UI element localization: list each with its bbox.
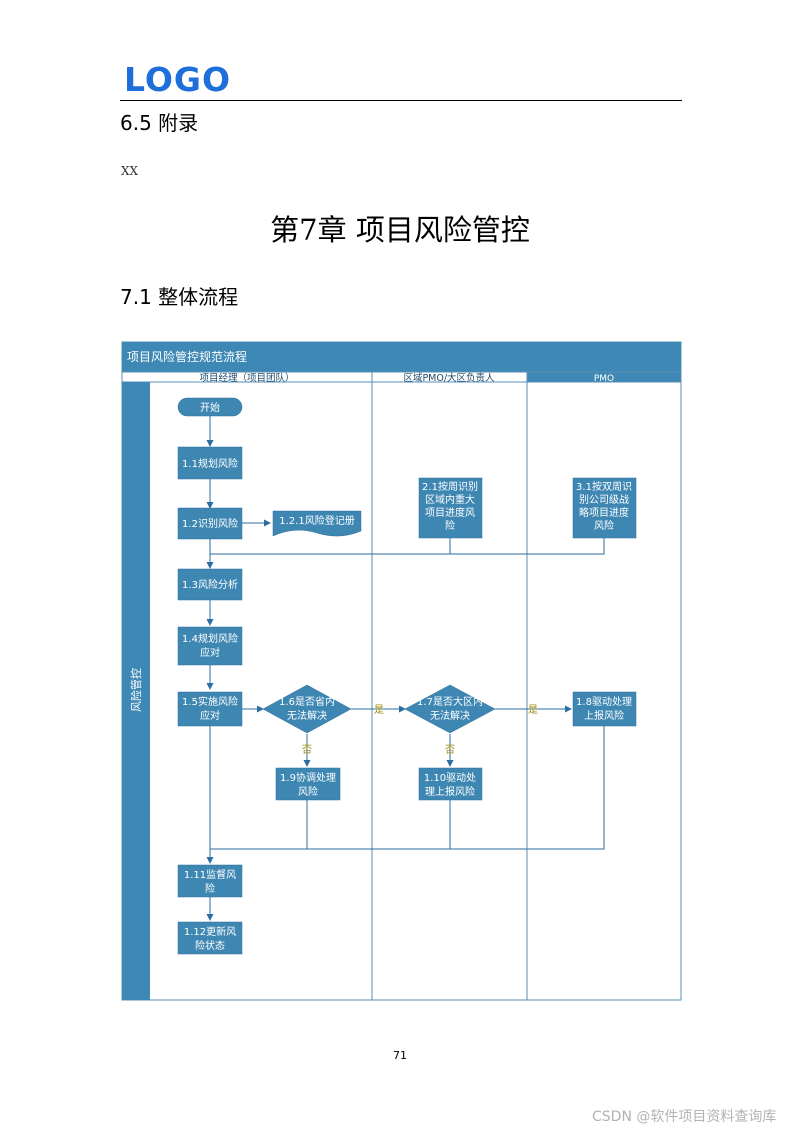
node-2-1-line4: 险 — [445, 519, 455, 532]
decision-1-6 — [262, 684, 352, 734]
start-terminator — [177, 397, 243, 417]
node-1-9-line1: 1.9协调处理 — [280, 771, 336, 784]
node-1-9-line2: 风险 — [298, 785, 318, 798]
node-1-2-label: 1.2识别风险 — [182, 517, 238, 530]
edge-yes-2: 是 — [528, 704, 538, 716]
node-1-12-line1: 1.12更新风 — [184, 925, 236, 938]
node-1-11-line2: 险 — [205, 882, 215, 895]
decision-1-7 — [404, 684, 496, 734]
node-2-1-line3: 项目进度风 — [425, 506, 475, 519]
node-1-3 — [177, 568, 243, 601]
node-1-5-line2: 应对 — [200, 709, 220, 722]
diagram-title: 项目风险管控规范流程 — [127, 349, 247, 364]
watermark: CSDN @软件项目资料查询库 — [592, 1109, 777, 1125]
node-1-4-line2: 应对 — [200, 646, 220, 659]
node-1-11-line1: 1.11监督风 — [184, 868, 236, 881]
lane-header-regional: 区域PMO/大区负责人 — [403, 372, 495, 384]
node-1-4-line1: 1.4规划风险 — [182, 632, 238, 645]
node-1-10-line2: 理上报风险 — [425, 785, 475, 798]
node-1-5 — [177, 691, 243, 727]
edge-no-2: 否 — [445, 744, 455, 756]
chapter-title: 第7章 项目风险管控 — [270, 213, 530, 247]
decision-1-7-line2: 无法解决 — [430, 709, 470, 722]
node-1-11 — [177, 864, 243, 898]
start-label: 开始 — [200, 401, 220, 414]
node-2-1-line1: 2.1按周识别 — [422, 480, 478, 493]
node-1-10-line1: 1.10驱动处 — [424, 772, 476, 784]
node-2-1 — [418, 477, 483, 539]
node-1-3-label: 1.3风险分析 — [182, 578, 238, 591]
diagram-frame — [121, 341, 682, 1001]
node-1-8-line2: 上报风险 — [584, 709, 624, 722]
section-heading-6-5: 6.5 附录 — [120, 111, 199, 135]
node-2-1-line2: 区域内重大 — [425, 493, 475, 506]
node-1-8-line1: 1.8驱动处理 — [576, 696, 632, 708]
section-body-text: XX — [121, 164, 139, 178]
edge-yes-1: 是 — [374, 704, 384, 716]
row-label-bar — [122, 382, 150, 1000]
node-3-1-line3: 略项目进度 — [579, 506, 629, 519]
node-1-5-line1: 1.5实施风险 — [182, 695, 238, 708]
lane-header-pmo: PMO — [594, 374, 614, 384]
header-divider — [120, 100, 682, 101]
lane-header-pm: 项目经理（项目团队） — [199, 372, 294, 384]
row-label: 风险管控 — [129, 668, 143, 712]
node-1-2-1-document — [272, 510, 362, 537]
node-1-2 — [177, 507, 243, 540]
node-1-10 — [418, 767, 483, 801]
node-1-4 — [177, 626, 243, 666]
decision-1-6-line1: 1.6是否省内 — [279, 695, 335, 708]
page-number: 71 — [393, 1049, 407, 1062]
section-heading-7-1: 7.1 整体流程 — [120, 285, 239, 309]
node-1-12 — [177, 921, 243, 955]
node-1-1-label: 1.1规划风险 — [182, 457, 238, 470]
diagram-title-bar — [122, 342, 681, 372]
node-1-2-1-label: 1.2.1风险登记册 — [279, 514, 354, 527]
node-3-1 — [572, 477, 637, 539]
node-1-12-line2: 险状态 — [195, 939, 225, 952]
node-1-1 — [177, 446, 243, 480]
node-1-9 — [275, 767, 341, 801]
node-3-1-line1: 3.1按双周识 — [576, 480, 632, 493]
decision-1-6-line2: 无法解决 — [287, 709, 327, 722]
decision-1-7-line1: 1.7是否大区内 — [417, 695, 483, 708]
node-3-1-line4: 风险 — [594, 519, 614, 532]
edge-no-1: 否 — [302, 744, 312, 756]
node-1-8 — [572, 691, 637, 727]
logo: LOGO — [124, 60, 232, 99]
node-3-1-line2: 别公司级战 — [579, 494, 629, 506]
